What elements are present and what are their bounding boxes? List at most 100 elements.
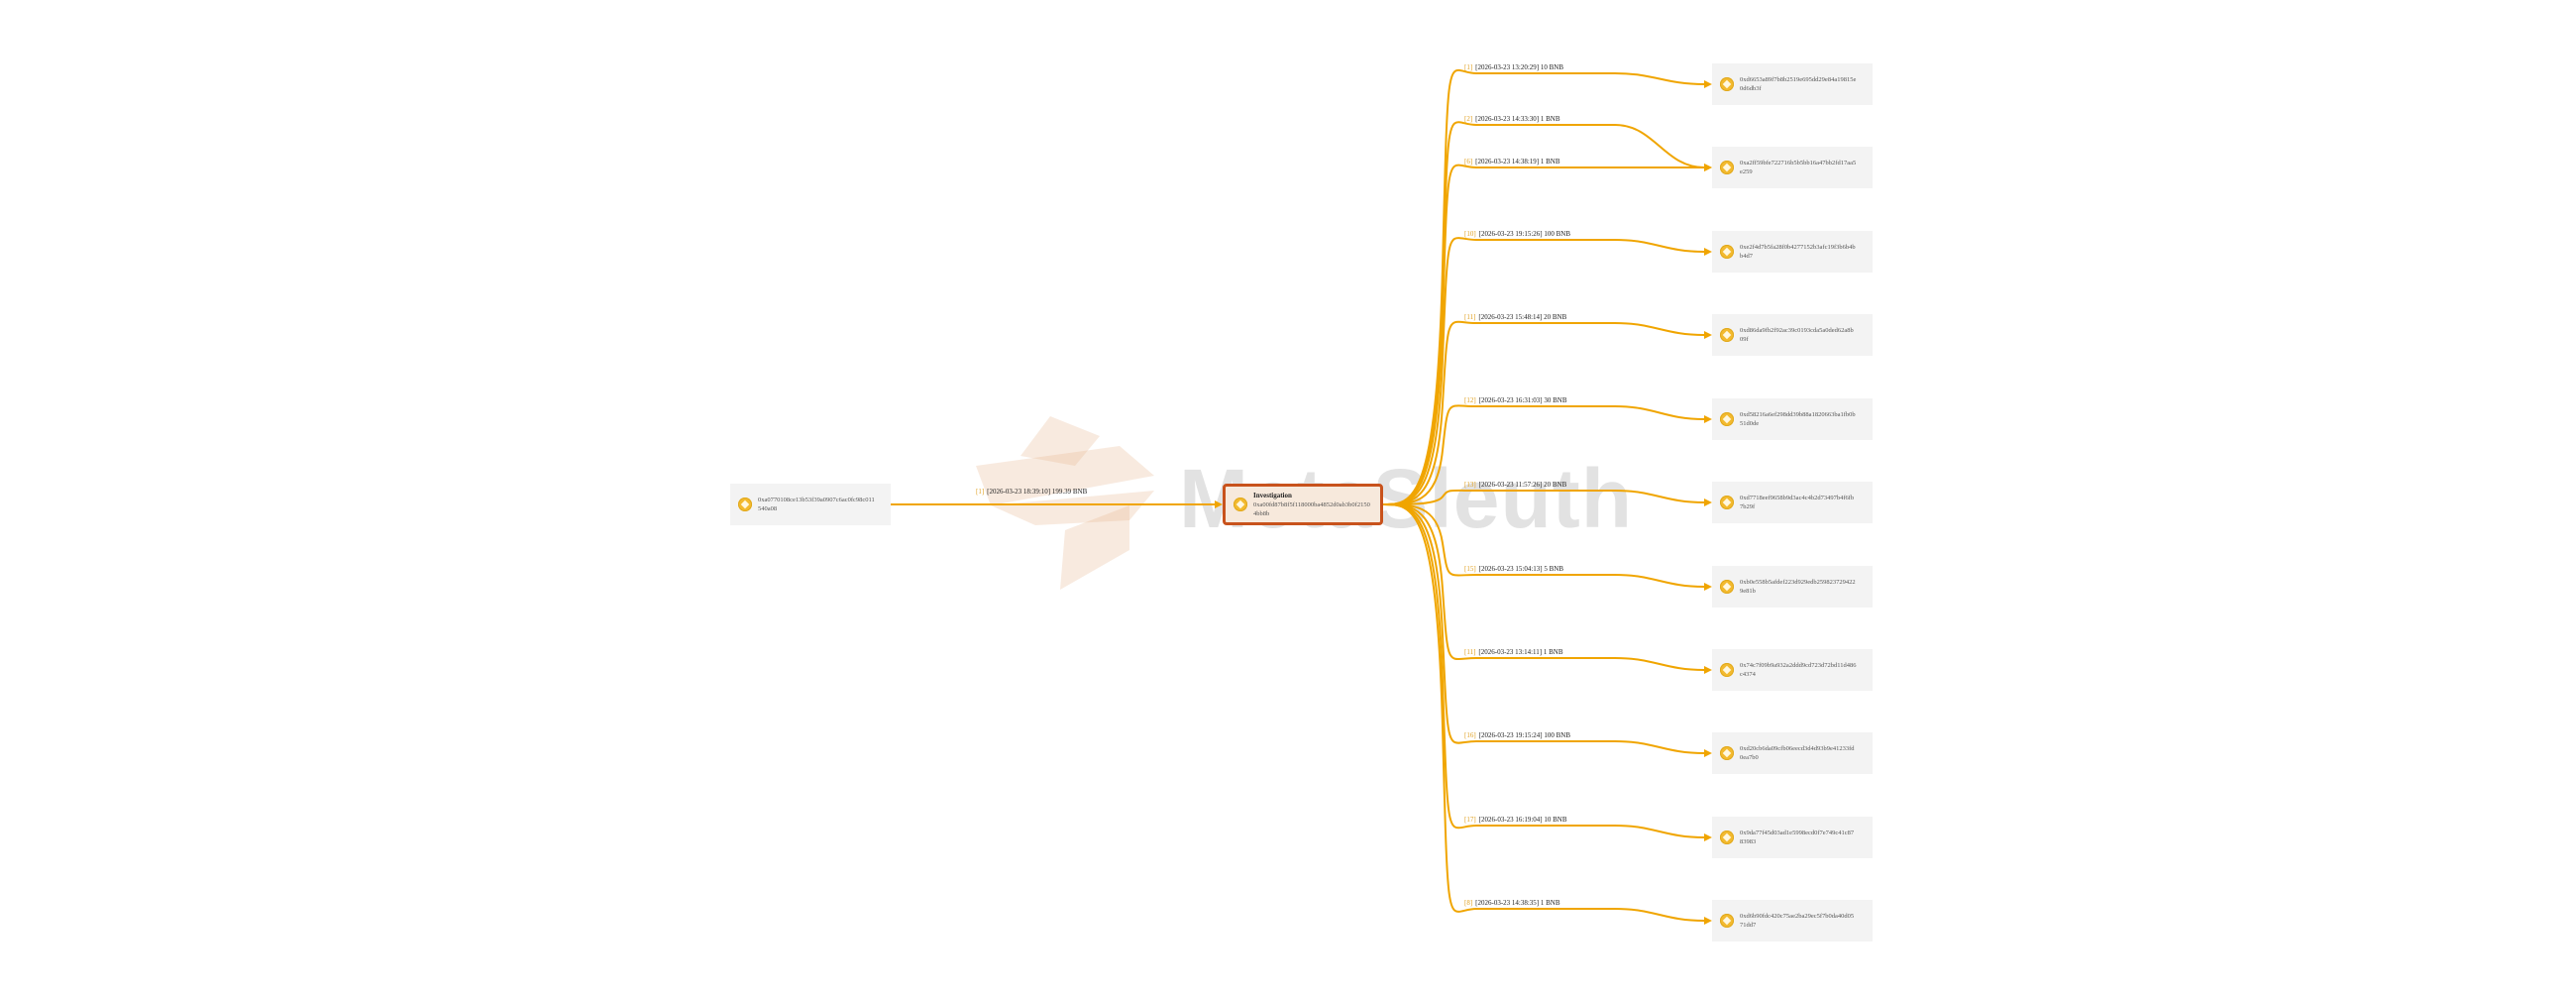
- transfer-edge[interactable]: [1382, 164, 1704, 505]
- investigation-label: Investigation: [1253, 491, 1292, 499]
- target-address: 0xd6653a89f7b8b2519e695dd29e84a19815e0d6…: [1740, 76, 1857, 92]
- bnb-coin-icon: [1720, 161, 1734, 174]
- edge-index: [8]: [1464, 899, 1473, 907]
- target-address: 0x9da77f45d03ad1e5998ecd0f7e749c41c87839…: [1740, 830, 1855, 845]
- transfer-edge-label[interactable]: [8][2026-03-23 14:38:35] 1 BNB: [1464, 899, 1560, 908]
- transfer-edge-label[interactable]: [11][2026-03-23 13:14:11] 1 BNB: [1464, 648, 1563, 657]
- source-address: 0xa0770108ce13b53f39a0907c6ac0fc98c01154…: [758, 497, 875, 512]
- arrow-head-icon: [1704, 833, 1712, 841]
- transfer-edge[interactable]: [1382, 121, 1705, 505]
- bnb-coin-icon: [1720, 328, 1734, 342]
- arrow-head-icon: [1704, 415, 1712, 423]
- transfer-edge-label[interactable]: [1][2026-03-23 13:20:29] 10 BNB: [1464, 63, 1563, 72]
- bnb-coin-icon: [1720, 663, 1734, 677]
- target-address-node[interactable]: 0xd58216a6ef298dd39b88a1820663ba1fb0b51d…: [1712, 398, 1873, 440]
- arrow-head-icon: [1704, 666, 1712, 674]
- arrow-head-icon: [1704, 331, 1712, 339]
- transfer-edge-label[interactable]: [10][2026-03-23 19:15:26] 100 BNB: [1464, 230, 1570, 239]
- transfer-edge[interactable]: [1382, 320, 1705, 505]
- target-address-node[interactable]: 0xd6653a89f7b8b2519e695dd29e84a19815e0d6…: [1712, 63, 1873, 105]
- transfer-edge-label[interactable]: [11][2026-03-23 15:48:14] 20 BNB: [1464, 313, 1566, 322]
- target-address: 0x74c7f09b9a932a2ddd9cd723d72bd11d486c43…: [1740, 662, 1857, 678]
- target-address-node[interactable]: 0xd6b90fdc420c75ae2ba29ec5f7b0da40d0571d…: [1712, 900, 1873, 942]
- transfer-edge[interactable]: [1382, 503, 1705, 922]
- target-address-node[interactable]: 0x74c7f09b9a932a2ddd9cd723d72bd11d486c43…: [1712, 649, 1873, 691]
- edge-index: [17]: [1464, 816, 1476, 824]
- target-address-node[interactable]: 0xd86da9fb2f92ac39c0193cda5a0ded62a8b09f: [1712, 314, 1873, 356]
- edge-text: [2026-03-23 16:19:04] 10 BNB: [1478, 816, 1567, 824]
- edge-text: [2026-03-23 19:15:24] 100 BNB: [1478, 731, 1571, 739]
- transfer-edge[interactable]: [1382, 503, 1705, 838]
- arrow-head-icon: [1704, 917, 1712, 925]
- target-address: 0xd7718eef9658b9d3ac4c4b2d73497b4f6fb7b2…: [1740, 495, 1855, 510]
- bnb-coin-icon: [1720, 412, 1734, 426]
- transfer-edge-label[interactable]: [12][2026-03-23 16:31:03] 30 BNB: [1464, 396, 1567, 405]
- transfer-edge-label[interactable]: [15][2026-03-23 15:04:13] 5 BNB: [1464, 565, 1563, 574]
- edge-text: [2026-03-23 15:48:14] 20 BNB: [1478, 313, 1567, 321]
- transfer-edge[interactable]: [1382, 68, 1705, 505]
- transfer-edge[interactable]: [1382, 237, 1705, 505]
- edge-index: [11]: [1464, 313, 1476, 321]
- edge-index: [12]: [1464, 396, 1476, 404]
- transfer-edge[interactable]: [1382, 503, 1705, 754]
- edge-text: [2026-03-23 18:39:10] 199.39 BNB: [987, 488, 1088, 496]
- edge-index: [11]: [1464, 648, 1476, 656]
- edge-index: [1]: [976, 488, 985, 496]
- arrow-head-icon: [1704, 80, 1712, 88]
- bnb-coin-icon: [1720, 746, 1734, 760]
- arrow-head-icon: [1704, 248, 1712, 256]
- transfer-edge-label[interactable]: [13][2026-03-23 11:57:26] 20 BNB: [1464, 481, 1566, 490]
- edge-index: [1]: [1464, 63, 1473, 71]
- edge-text: [2026-03-23 11:57:26] 20 BNB: [1478, 481, 1567, 489]
- target-address: 0xd58216a6ef298dd39b88a1820663ba1fb0b51d…: [1740, 411, 1856, 427]
- arrow-head-icon: [1215, 500, 1223, 508]
- transfer-edge[interactable]: [1382, 503, 1705, 588]
- transfer-edge[interactable]: [1382, 503, 1705, 671]
- edge-text: [2026-03-23 13:20:29] 10 BNB: [1475, 63, 1564, 71]
- investigation-address-node[interactable]: Investigation 0xa00fd87b8f5f118000ba4852…: [1223, 484, 1383, 525]
- arrow-head-icon: [1704, 749, 1712, 757]
- incoming-edge-label[interactable]: [1][2026-03-23 18:39:10] 199.39 BNB: [976, 488, 1087, 497]
- edge-text: [2026-03-23 13:14:11] 1 BNB: [1478, 648, 1563, 656]
- target-address: 0xd20cb6da09cfb06eecd3d4d93b9e41233fd0ea…: [1740, 745, 1855, 761]
- arrow-head-icon: [1704, 164, 1712, 171]
- bnb-coin-icon: [1720, 831, 1734, 844]
- edge-index: [6]: [1464, 158, 1473, 166]
- bnb-coin-icon: [738, 498, 752, 511]
- arrow-head-icon: [1704, 583, 1712, 591]
- bnb-coin-icon: [1720, 914, 1734, 928]
- target-address: 0xa2ff59bfe722716b5b5bb16a47bb2fd17aa5e2…: [1740, 160, 1857, 175]
- transfer-edge-label[interactable]: [17][2026-03-23 16:19:04] 10 BNB: [1464, 816, 1567, 825]
- target-address-node[interactable]: 0xa2ff59bfe722716b5b5bb16a47bb2fd17aa5e2…: [1712, 147, 1873, 188]
- target-address: 0xd6b90fdc420c75ae2ba29ec5f7b0da40d0571d…: [1740, 913, 1855, 929]
- edge-text: [2026-03-23 19:15:26] 100 BNB: [1478, 230, 1571, 238]
- bnb-coin-icon: [1720, 496, 1734, 509]
- bnb-coin-icon: [1720, 77, 1734, 91]
- edge-index: [16]: [1464, 731, 1476, 739]
- edge-text: [2026-03-23 14:38:35] 1 BNB: [1475, 899, 1560, 907]
- target-address-node[interactable]: 0xe2f4d7b5fa28f0b4277152b3afc19f3b6b4bb4…: [1712, 231, 1873, 273]
- transfer-edge-label[interactable]: [6][2026-03-23 14:38:19] 1 BNB: [1464, 158, 1560, 166]
- bnb-coin-icon: [1720, 245, 1734, 259]
- edge-text: [2026-03-23 14:38:19] 1 BNB: [1475, 158, 1560, 166]
- transfer-edge[interactable]: [1382, 404, 1705, 505]
- target-address-node[interactable]: 0xb0e558b5afdef223d929edb2598237294229e8…: [1712, 566, 1873, 608]
- bnb-coin-icon: [1720, 580, 1734, 594]
- source-address-node[interactable]: 0xa0770108ce13b53f39a0907c6ac0fc98c01154…: [730, 484, 891, 525]
- investigation-address: 0xa00fd87b8f5f118000ba4852d0ab3b0f21504b…: [1253, 500, 1370, 517]
- transfer-edge[interactable]: [1382, 489, 1705, 505]
- target-address-node[interactable]: 0x9da77f45d03ad1e5998ecd0f7e749c41c87839…: [1712, 817, 1873, 858]
- edge-index: [2]: [1464, 115, 1473, 123]
- target-address: 0xe2f4d7b5fa28f0b4277152b3afc19f3b6b4bb4…: [1740, 244, 1856, 260]
- transfer-edge-label[interactable]: [2][2026-03-23 14:33:30] 1 BNB: [1464, 115, 1560, 124]
- bnb-coin-icon: [1234, 498, 1247, 511]
- target-address-node[interactable]: 0xd7718eef9658b9d3ac4c4b2d73497b4f6fb7b2…: [1712, 482, 1873, 523]
- target-address-node[interactable]: 0xd20cb6da09cfb06eecd3d4d93b9e41233fd0ea…: [1712, 732, 1873, 774]
- edge-text: [2026-03-23 16:31:03] 30 BNB: [1478, 396, 1567, 404]
- edge-index: [13]: [1464, 481, 1476, 489]
- transfer-edge-label[interactable]: [16][2026-03-23 19:15:24] 100 BNB: [1464, 731, 1570, 740]
- target-address: 0xb0e558b5afdef223d929edb2598237294229e8…: [1740, 579, 1856, 595]
